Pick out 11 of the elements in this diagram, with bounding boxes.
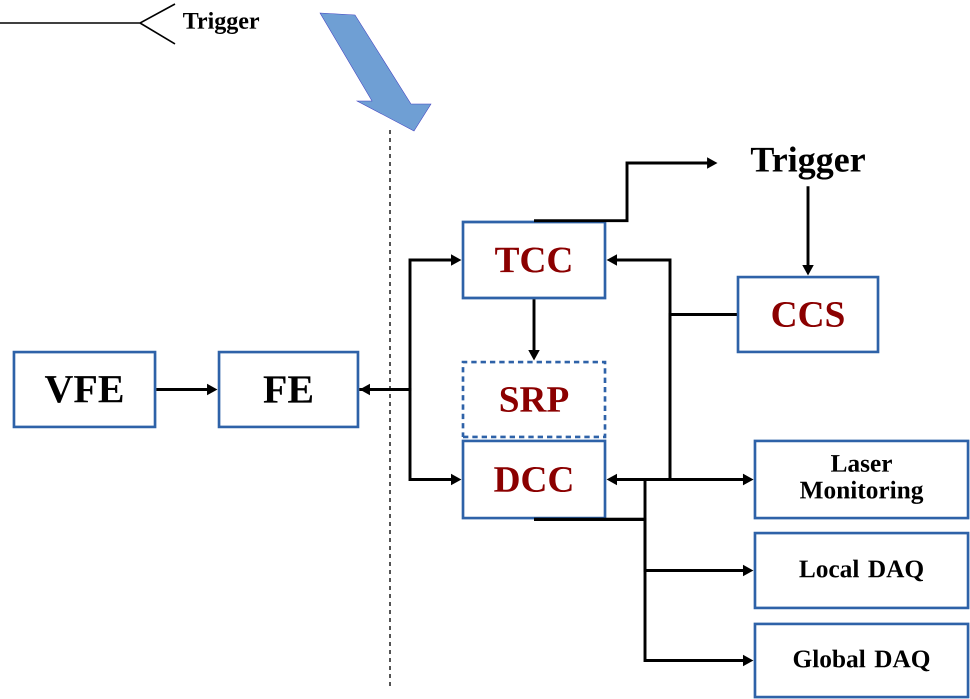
dashed-box: SRP	[462, 360, 606, 438]
process-box: DCC	[462, 440, 606, 520]
process-box: Global DAQ	[754, 622, 970, 698]
process-box: Local DAQ	[754, 532, 970, 610]
process-box: CCS	[736, 276, 880, 354]
trigger-label: Trigger	[183, 12, 260, 34]
process-box: TCC	[462, 220, 606, 300]
process-box: FE	[218, 350, 360, 428]
process-box: VFE	[12, 350, 156, 428]
process-box: Laser Monitoring	[754, 440, 970, 520]
trigger-text: Trigger	[750, 146, 865, 180]
